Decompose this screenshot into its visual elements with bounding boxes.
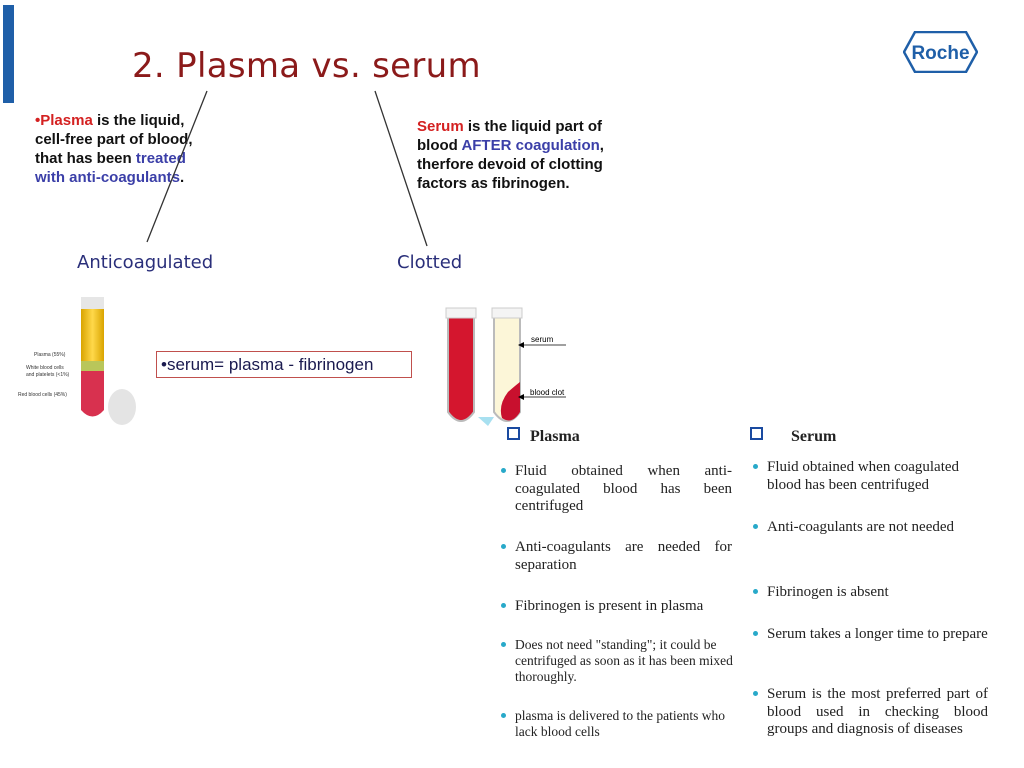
checkbox-icon	[507, 427, 520, 440]
bullet-icon	[753, 589, 758, 594]
plasma-item: Fibrinogen is present in plasma	[515, 598, 704, 614]
plasma-def-end: .	[180, 169, 185, 186]
plasma-word: •Plasma	[35, 112, 93, 129]
plasma-column-heading: Plasma	[507, 427, 580, 446]
plasma-item: Anti-coagulants are needed for separatio…	[515, 539, 732, 573]
tube-label-wbc: White blood cells	[26, 365, 64, 371]
bullet-icon	[501, 642, 506, 647]
bullet-icon	[753, 691, 758, 696]
serum-item: Fluid obtained when coagulated blood has…	[767, 459, 960, 493]
checkbox-icon	[750, 427, 763, 440]
tube-label-plasma: Plasma (55%)	[34, 352, 66, 358]
bullet-icon	[753, 631, 758, 636]
formula-box: •serum= plasma - fibrinogen	[156, 351, 412, 378]
tube-label-clot: blood clot	[530, 388, 565, 397]
plasma-heading-text: Plasma	[530, 428, 580, 445]
plasma-definition: •Plasma is the liquid, cell-free part of…	[35, 111, 195, 187]
tube-label-serum: serum	[531, 335, 554, 344]
serum-item: Fibrinogen is absent	[767, 584, 889, 600]
anticoagulated-tube-image: Plasma (55%) White blood cells and plate…	[18, 297, 136, 425]
accent-bar	[3, 5, 14, 103]
serum-item: Serum takes a longer time to prepare	[767, 626, 988, 642]
bullet-icon	[753, 464, 758, 469]
logo-text: Roche	[911, 43, 969, 64]
serum-heading-text: Serum	[791, 428, 837, 445]
roche-logo: Roche	[903, 31, 978, 73]
anticoagulated-label: Anticoagulated	[77, 252, 214, 273]
bullet-icon	[501, 603, 506, 608]
plasma-item: Does not need "standing"; it could be ce…	[515, 637, 733, 684]
bullet-icon	[501, 713, 506, 718]
slide-title: 2. Plasma vs. serum	[132, 46, 481, 86]
clotted-tubes-image: serum blood clot	[445, 307, 566, 426]
tube-label-rbc: Red blood cells (45%)	[18, 392, 67, 398]
serum-item: Anti-coagulants are not needed	[767, 519, 955, 535]
tube-label-wbc2: and platelets (<1%)	[26, 372, 70, 378]
bullet-icon	[753, 524, 758, 529]
plasma-item: plasma is delivered to the patients who …	[515, 708, 725, 739]
clotted-label: Clotted	[397, 252, 463, 273]
serum-def-end: , therfore devoid of clotting factors as…	[417, 137, 604, 192]
serum-column-heading: Serum	[750, 427, 836, 446]
bullet-icon	[501, 468, 506, 473]
bullet-icon	[501, 544, 506, 549]
serum-definition: Serum is the liquid part of blood AFTER …	[417, 117, 607, 193]
serum-def-highlight: AFTER coagulation	[461, 137, 600, 154]
plasma-item: Fluid obtained when anti-coagulated bloo…	[515, 463, 732, 514]
serum-item: Serum is the most preferred part of bloo…	[767, 686, 988, 737]
serum-word: Serum	[417, 118, 464, 135]
